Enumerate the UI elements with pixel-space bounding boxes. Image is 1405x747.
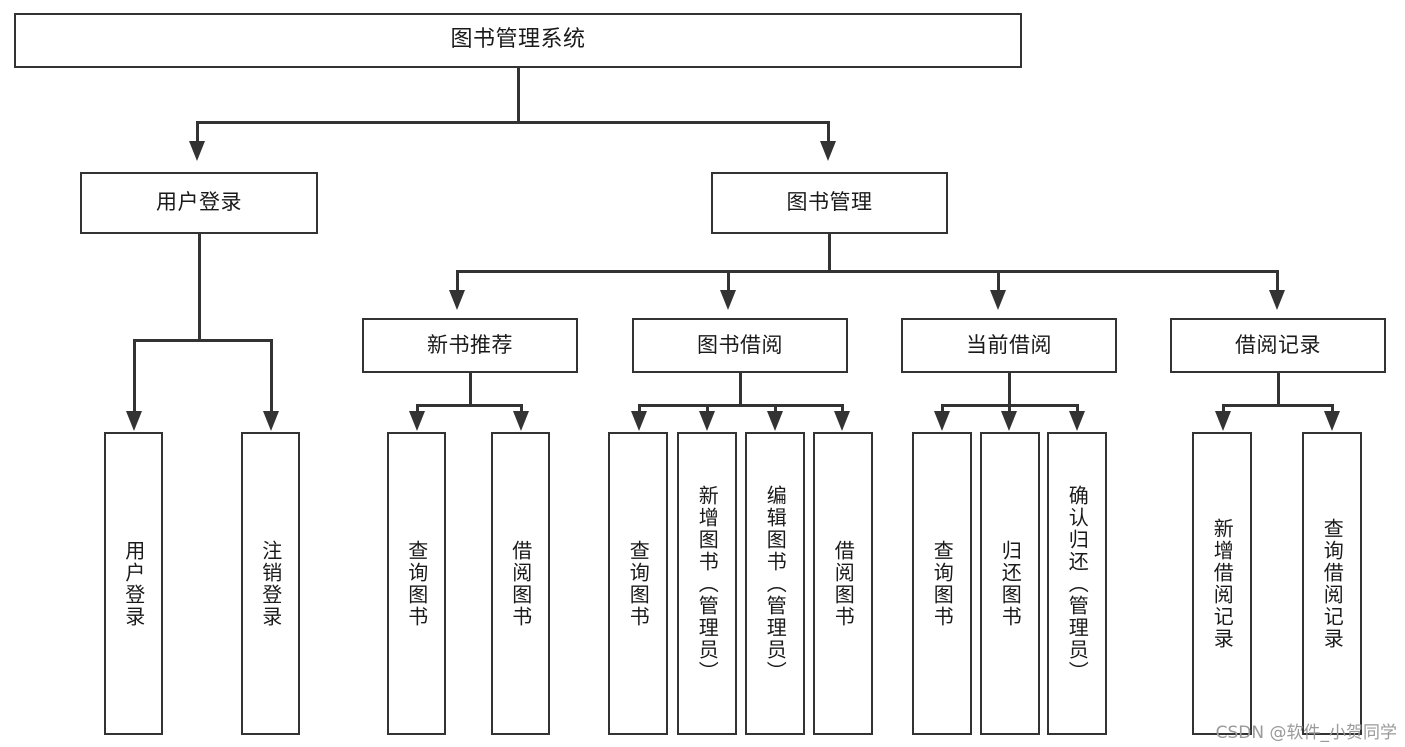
- arrow-nb-query: [409, 411, 425, 431]
- connector-drop-br-query: [1331, 404, 1334, 411]
- connector-drop-user-login: [196, 121, 199, 141]
- connector-new-book-bus: [416, 404, 522, 407]
- node-label: 查询图书: [626, 539, 651, 628]
- arrow-current-borrow: [990, 290, 1006, 310]
- node-label: 用户登录: [121, 539, 146, 628]
- arrow-leaf-user-login: [126, 411, 142, 431]
- node-label: 注销登录: [258, 539, 283, 628]
- connector-drop-cb-query: [941, 404, 944, 411]
- leaf-borrow-record-query[interactable]: 查询借阅记录: [1302, 432, 1362, 735]
- connector-drop-leaf-logout: [270, 339, 273, 411]
- leaf-logout[interactable]: 注销登录: [241, 432, 300, 735]
- node-book-borrow[interactable]: 图书借阅: [632, 318, 848, 373]
- arrow-br-add: [1215, 411, 1231, 431]
- connector-book-mgmt-stem: [828, 234, 831, 271]
- node-label: 编辑图书（管理员）: [763, 484, 788, 683]
- node-borrow-record[interactable]: 借阅记录: [1170, 318, 1386, 373]
- connector-drop-bb-borrow: [841, 404, 844, 411]
- node-new-book-recommend[interactable]: 新书推荐: [362, 318, 578, 373]
- arrow-bb-edit: [767, 411, 783, 431]
- connector-drop-new-book: [456, 270, 459, 290]
- node-label: 新增借阅记录: [1210, 517, 1235, 650]
- connector-root-stem: [517, 68, 520, 122]
- connector-drop-borrow-record: [1276, 270, 1279, 290]
- leaf-book-borrow-borrow[interactable]: 借阅图书: [813, 432, 873, 735]
- node-label: 当前借阅: [966, 332, 1052, 357]
- node-label: 查询借阅记录: [1320, 517, 1345, 650]
- arrow-borrow-record: [1269, 290, 1285, 310]
- arrow-cb-return: [1001, 411, 1017, 431]
- node-label: 借阅记录: [1235, 332, 1321, 357]
- leaf-current-borrow-query[interactable]: 查询图书: [912, 432, 972, 735]
- arrow-book-borrow: [720, 290, 736, 310]
- arrow-cb-query: [934, 411, 950, 431]
- connector-level2-bus: [196, 121, 830, 124]
- connector-drop-cb-confirm: [1076, 404, 1079, 411]
- leaf-new-book-borrow[interactable]: 借阅图书: [491, 432, 550, 735]
- arrow-leaf-logout: [263, 411, 279, 431]
- leaf-book-borrow-edit[interactable]: 编辑图书（管理员）: [745, 432, 805, 735]
- arrow-cb-confirm: [1069, 411, 1085, 431]
- node-label: 图书借阅: [697, 332, 783, 357]
- arrow-br-query: [1324, 411, 1340, 431]
- node-current-borrow[interactable]: 当前借阅: [901, 318, 1117, 373]
- connector-book-borrow-bus: [638, 404, 842, 407]
- arrow-new-book: [449, 290, 465, 310]
- connector-borrow-record-bus: [1222, 404, 1333, 407]
- connector-current-borrow-stem: [1008, 373, 1011, 405]
- node-root-system[interactable]: 图书管理系统: [14, 13, 1022, 68]
- connector-drop-bb-query: [638, 404, 641, 411]
- node-label: 图书管理系统: [450, 27, 586, 53]
- connector-drop-cb-return: [1008, 404, 1011, 411]
- connector-user-login-stem: [198, 234, 201, 340]
- leaf-new-book-query[interactable]: 查询图书: [387, 432, 446, 735]
- node-label: 确认归还（管理员）: [1065, 484, 1090, 683]
- connector-drop-book-mgmt: [827, 121, 830, 141]
- node-label: 图书管理: [786, 190, 873, 215]
- node-label: 用户登录: [156, 190, 242, 215]
- leaf-current-borrow-return[interactable]: 归还图书: [980, 432, 1040, 735]
- node-label: 归还图书: [998, 539, 1023, 628]
- connector-level3-bus: [456, 270, 1278, 273]
- connector-book-borrow-stem: [739, 373, 742, 405]
- node-label: 新书推荐: [427, 332, 513, 357]
- leaf-user-login[interactable]: 用户登录: [104, 432, 163, 735]
- connector-drop-bb-add: [706, 404, 709, 411]
- node-label: 借阅图书: [831, 539, 856, 628]
- arrow-nb-borrow: [513, 411, 529, 431]
- connector-drop-nb-query: [416, 404, 419, 411]
- arrow-user-login: [189, 141, 205, 161]
- node-label: 借阅图书: [508, 539, 533, 628]
- node-label: 新增图书（管理员）: [695, 484, 720, 683]
- arrow-book-mgmt: [820, 141, 836, 161]
- leaf-book-borrow-add[interactable]: 新增图书（管理员）: [677, 432, 737, 735]
- node-label: 查询图书: [930, 539, 955, 628]
- leaf-current-borrow-confirm[interactable]: 确认归还（管理员）: [1047, 432, 1107, 735]
- connector-drop-book-borrow: [727, 270, 730, 290]
- connector-drop-br-add: [1222, 404, 1225, 411]
- connector-drop-current-borrow: [997, 270, 1000, 290]
- arrow-bb-add: [699, 411, 715, 431]
- connector-user-login-bus: [133, 339, 272, 342]
- connector-drop-bb-edit: [774, 404, 777, 411]
- connector-drop-nb-borrow: [520, 404, 523, 411]
- leaf-book-borrow-query[interactable]: 查询图书: [608, 432, 668, 735]
- connector-drop-leaf-user-login: [133, 339, 136, 411]
- node-book-management[interactable]: 图书管理: [711, 172, 948, 234]
- node-user-login[interactable]: 用户登录: [80, 172, 318, 234]
- arrow-bb-query: [631, 411, 647, 431]
- connector-borrow-record-stem: [1277, 373, 1280, 405]
- leaf-borrow-record-add[interactable]: 新增借阅记录: [1192, 432, 1252, 735]
- node-label: 查询图书: [404, 539, 429, 628]
- arrow-bb-borrow: [834, 411, 850, 431]
- connector-new-book-stem: [469, 373, 472, 405]
